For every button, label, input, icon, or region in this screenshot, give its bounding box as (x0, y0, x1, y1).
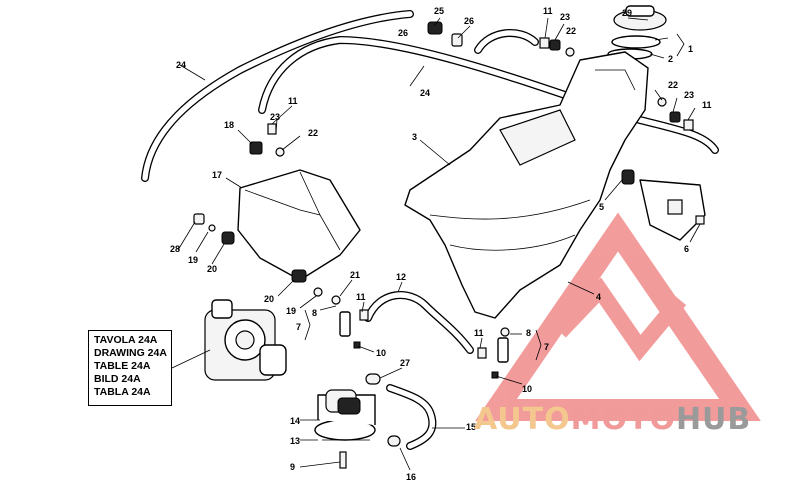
drawing-ref-italian: TAVOLA 24A (94, 334, 158, 346)
fitting-11-23-right (657, 97, 694, 131)
callout-22: 22 (668, 80, 678, 90)
callout-4: 4 (596, 292, 601, 302)
hose-12 (364, 291, 474, 354)
carburettor (204, 299, 287, 381)
callout-13: 13 (290, 436, 300, 446)
callout-23: 23 (560, 12, 570, 22)
fuel-pump (314, 389, 376, 469)
callout-22: 22 (566, 26, 576, 36)
callout-10: 10 (376, 348, 386, 358)
callout-6: 6 (684, 244, 689, 254)
callout-25: 25 (434, 6, 444, 16)
callout-17: 17 (212, 170, 222, 180)
callout-11: 11 (288, 96, 298, 106)
fitting-25 (427, 21, 443, 35)
callout-28: 28 (170, 244, 180, 254)
callout-23: 23 (270, 112, 280, 122)
callout-20: 20 (264, 294, 274, 304)
callout-1: 1 (688, 44, 693, 54)
drawing-ref-english: DRAWING 24A (94, 347, 167, 359)
canister-17 (193, 123, 361, 297)
callout-10: 10 (522, 384, 532, 394)
callout-19: 19 (286, 306, 296, 316)
callout-27: 27 (400, 358, 410, 368)
callout-11: 11 (702, 100, 712, 110)
hose-26-top (474, 28, 539, 54)
callout-24: 24 (176, 60, 186, 70)
callout-5: 5 (599, 202, 604, 212)
callout-11: 11 (356, 292, 366, 302)
callout-21: 21 (350, 270, 360, 280)
watermark-hub: HUB (675, 402, 752, 437)
fuel-cap (607, 5, 667, 60)
callout-9: 9 (290, 462, 295, 472)
bracket-5 (621, 169, 706, 241)
drawing-ref-french: TABLE 24A (94, 360, 151, 372)
watermark-auto: AUTO (474, 402, 571, 437)
callout-15: 15 (466, 422, 476, 432)
hose-24-right (258, 35, 719, 154)
callout-12: 12 (396, 272, 406, 282)
hose-15 (365, 373, 437, 450)
callout-2: 2 (668, 54, 673, 64)
callout-23: 23 (684, 90, 694, 100)
callout-18: 18 (224, 120, 234, 130)
callout-3: 3 (412, 132, 417, 142)
callout-19: 19 (188, 255, 198, 265)
callout-7: 7 (544, 342, 549, 352)
leader-lines (171, 17, 701, 471)
callout-11: 11 (474, 328, 484, 338)
fuel-tank (404, 51, 649, 319)
callout-22: 22 (308, 128, 318, 138)
callout-11: 11 (543, 6, 553, 16)
callout-8: 8 (526, 328, 531, 338)
callout-24: 24 (420, 88, 430, 98)
callout-26: 26 (464, 16, 474, 26)
drawing-ref-german: BILD 24A (94, 373, 141, 385)
valve-7-left (331, 295, 369, 349)
callout-numbers: 24 25 26 26 11 23 22 29 1 2 24 11 23 22 … (170, 6, 712, 482)
callout-7: 7 (296, 322, 301, 332)
drawing-ref-spanish: TABLA 24A (94, 386, 151, 398)
watermark-moto: MOTO (570, 402, 676, 437)
callout-8: 8 (312, 308, 317, 318)
callout-26: 26 (398, 28, 408, 38)
fitting-11-23-top (539, 37, 575, 57)
valve-7-right (477, 327, 510, 379)
drawing-reference-box: TAVOLA 24A DRAWING 24A TABLE 24A BILD 24… (88, 330, 172, 406)
callout-16: 16 (406, 472, 416, 482)
watermark-text: AUTOMOTOHUB (474, 404, 751, 436)
hose-24-left (141, 10, 414, 182)
callout-29: 29 (622, 8, 632, 18)
callout-14: 14 (290, 416, 300, 426)
am-triangle-logo-icon (475, 212, 761, 421)
callout-20: 20 (207, 264, 217, 274)
